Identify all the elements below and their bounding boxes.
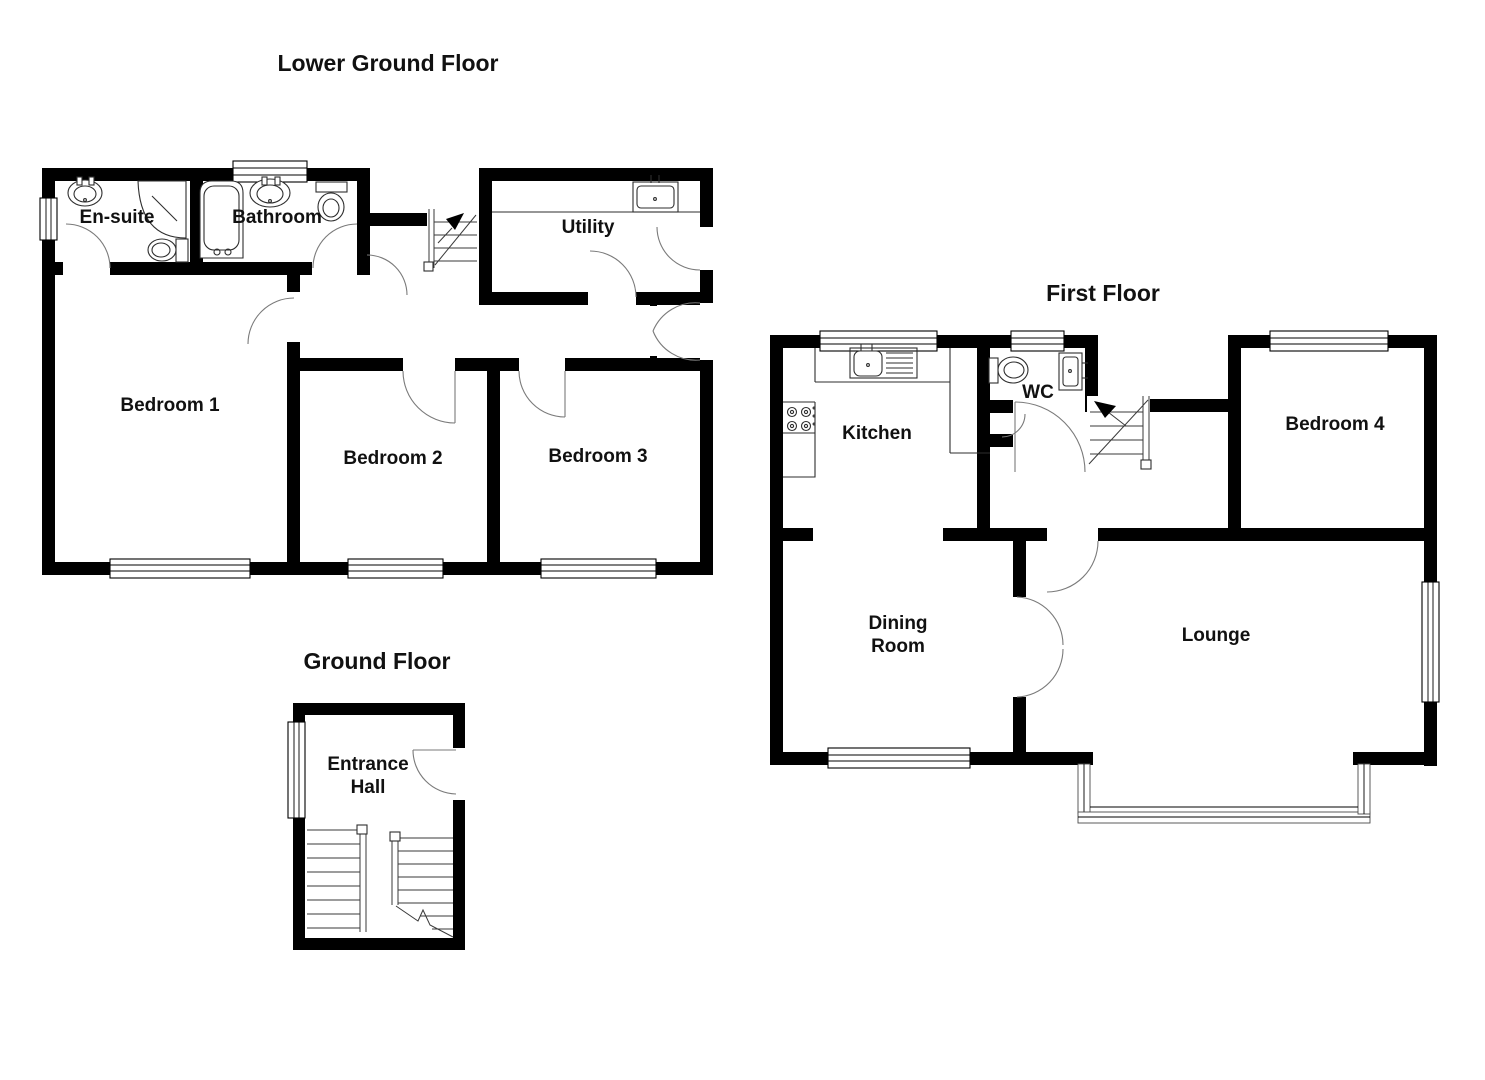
room-label-wc: WC	[1022, 382, 1054, 403]
utility-sink-icon	[492, 175, 700, 213]
kitchen-counter	[814, 347, 990, 454]
door-arc-stair-lobby	[366, 254, 408, 296]
door-arc-utility-rear	[656, 226, 701, 271]
ff-windows	[819, 330, 1440, 824]
toilet-icon	[147, 238, 189, 263]
bathtub-icon	[199, 180, 244, 259]
window	[827, 747, 971, 769]
gf-stairs-right	[389, 831, 454, 938]
window	[1010, 330, 1065, 352]
gf-stairs-left	[307, 824, 368, 932]
lgf-windows	[39, 160, 657, 579]
gf-stairs-newel	[356, 824, 368, 835]
lgf-fixtures	[67, 175, 700, 263]
door-bedroom2	[402, 370, 456, 424]
room-label-lounge: Lounge	[1182, 625, 1251, 646]
door-arc-hall-lounge	[1046, 540, 1099, 593]
room-label-ensuite: En-suite	[80, 207, 155, 228]
wc-sink-icon	[1058, 352, 1088, 391]
lgf-stairs-newel	[423, 261, 434, 272]
lower-ground-floor: Lower Ground Floor En-suite Bathroom Uti…	[39, 50, 713, 579]
gf-title: Ground Floor	[304, 648, 451, 674]
window	[347, 558, 444, 579]
lgf-stairs	[423, 206, 478, 272]
gf-stairs-newel	[389, 831, 401, 842]
window	[39, 197, 58, 241]
ff-fixtures	[783, 344, 1088, 478]
sink-icon	[249, 176, 291, 208]
window	[287, 721, 306, 819]
door-arc-ensuite	[65, 223, 111, 269]
lgf-title: Lower Ground Floor	[277, 50, 498, 76]
ff-stairs-newel	[1140, 459, 1152, 470]
lgf-doors	[65, 223, 701, 424]
lgf-walls	[42, 168, 713, 575]
gf-walls	[293, 703, 465, 950]
door-arc-bathroom	[312, 223, 358, 269]
door-wc-hall	[1014, 401, 1086, 473]
room-label-bedroom4: Bedroom 4	[1285, 414, 1385, 435]
toilet-icon	[315, 181, 348, 222]
door-bedroom3	[518, 370, 566, 418]
door-arc-bedroom1	[247, 297, 295, 345]
room-label-dining-room: Room	[871, 636, 925, 657]
double-door-hall-east	[652, 302, 701, 361]
sink-icon	[67, 176, 103, 207]
shower-icon	[137, 180, 187, 239]
room-label-bathroom: Bathroom	[232, 207, 322, 228]
door-arc-utility-hall	[589, 250, 637, 298]
room-label-dining-room: Dining	[868, 613, 927, 634]
ff-doors	[1001, 401, 1099, 698]
room-label-kitchen: Kitchen	[842, 423, 912, 444]
gf-stairs-break-line	[395, 905, 454, 938]
window	[819, 330, 938, 352]
window	[232, 160, 308, 183]
bay-window	[1077, 763, 1371, 824]
room-label-entrance-hall: Entrance	[327, 754, 408, 775]
window	[109, 558, 251, 579]
ff-title: First Floor	[1046, 280, 1160, 306]
ff-stairs	[1087, 396, 1152, 470]
kitchen-sink-icon	[853, 344, 883, 377]
door-arc-cupboard	[1001, 413, 1026, 438]
first-floor: First Floor Kitchen WC Bedroom 4 Dining …	[770, 280, 1440, 824]
double-door-dining-lounge	[1016, 596, 1064, 698]
window	[1421, 581, 1440, 703]
entrance-door	[412, 749, 457, 795]
hob-icon	[783, 401, 816, 478]
ff-stairs-up-arrow	[1094, 401, 1116, 418]
room-label-bedroom3: Bedroom 3	[548, 446, 647, 467]
room-label-utility: Utility	[562, 217, 615, 238]
room-label-entrance-hall: Hall	[351, 777, 386, 798]
drainer-icon	[886, 352, 913, 374]
room-label-bedroom1: Bedroom 1	[120, 395, 220, 416]
room-label-bedroom2: Bedroom 2	[343, 448, 442, 469]
window	[1269, 330, 1389, 352]
toilet-icon	[988, 356, 1029, 384]
window	[540, 558, 657, 579]
lgf-stairs-up-arrow	[446, 213, 464, 230]
ground-floor: Ground Floor Entrance Hall	[287, 648, 465, 950]
